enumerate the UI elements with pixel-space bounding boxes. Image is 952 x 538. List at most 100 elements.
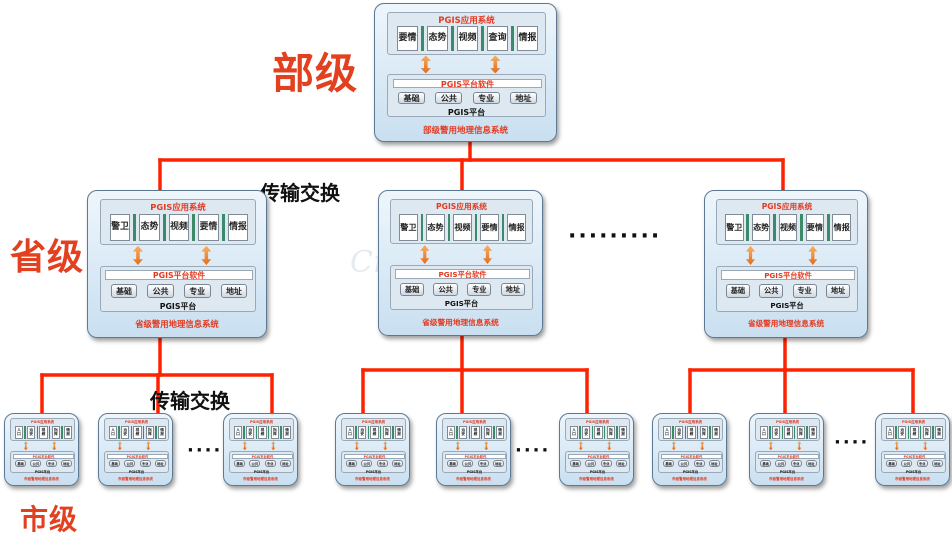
module-separator	[709, 425, 711, 440]
platform-component: 地址	[154, 460, 166, 468]
module-separator	[421, 25, 425, 52]
app-module: 态势	[427, 25, 448, 52]
platform-component: 基础	[447, 460, 459, 468]
platform-component: 专业	[916, 460, 928, 468]
bidirectional-arrow	[797, 441, 802, 451]
app-module: 人口	[233, 425, 243, 440]
bidirectional-arrow	[146, 441, 151, 451]
platform-component: 公共	[775, 460, 787, 468]
platform-component: 地址	[279, 460, 291, 468]
module-separator	[143, 425, 145, 440]
module-separator	[130, 425, 132, 440]
app-module: 视频	[133, 425, 142, 440]
app-module: 情报	[507, 213, 526, 241]
app-module: 情报	[934, 425, 944, 440]
platform-component: 基础	[109, 460, 121, 468]
platform-component: 地址	[708, 460, 720, 468]
platform-component: 基础	[886, 460, 898, 468]
platform-component: 公共	[30, 460, 42, 468]
pgis-app-panel: PGIS应用系统要情态势视频查询情报	[386, 11, 547, 55]
module-separator	[155, 425, 157, 440]
module-separator	[907, 425, 909, 440]
bidirectional-arrow	[923, 441, 928, 451]
app-module: 指挥	[483, 425, 493, 440]
module-separator	[451, 25, 454, 52]
bidirectional-arrow	[455, 441, 460, 451]
platform-component: 专业	[139, 460, 151, 468]
app-module: 警卫	[109, 213, 131, 242]
platform-component: 基础	[663, 460, 675, 468]
app-module: 视频	[471, 425, 480, 440]
bidirectional-arrow	[746, 245, 756, 265]
module-separator	[697, 425, 699, 440]
platform-software-bar: PGIS平台软件	[660, 453, 723, 459]
app-module: 视频	[457, 25, 478, 52]
app-module: 情报	[63, 425, 73, 440]
module-separator	[380, 425, 382, 440]
app-module: 态势	[426, 213, 445, 241]
module-separator	[481, 425, 483, 440]
system-caption: 市级警用地理信息系统	[355, 476, 390, 481]
app-module: 指挥	[606, 425, 616, 440]
module-separator	[255, 425, 257, 440]
bidirectional-arrow	[484, 441, 489, 451]
platform-component: 专业	[183, 284, 211, 298]
bidirectional-arrow	[420, 245, 430, 264]
level-label-ministry: 部级	[272, 49, 359, 98]
app-module: 人口	[446, 425, 456, 440]
platform-component: 地址	[825, 284, 851, 298]
app-module: 情报	[394, 425, 404, 440]
platform-software-bar: PGIS平台软件	[567, 453, 630, 459]
platform-component: 基础	[398, 91, 426, 105]
app-title: PGIS应用系统	[438, 15, 495, 26]
module-separator	[684, 425, 686, 440]
app-module: 情报	[832, 213, 851, 242]
app-module: 人口	[662, 425, 672, 440]
platform-component: 公共	[249, 460, 261, 468]
app-module: 指挥	[922, 425, 932, 440]
module-separator	[468, 425, 470, 440]
app-title: PGIS应用系统	[761, 202, 813, 212]
system-caption: 市级警用地理信息系统	[769, 476, 804, 481]
platform-label: PGIS平台	[34, 469, 51, 474]
platform-component: 公共	[433, 282, 458, 297]
module-separator	[480, 25, 484, 52]
system-caption: 省级警用地理信息系统	[422, 317, 499, 327]
bidirectional-arrow	[133, 245, 143, 265]
app-module: 人口	[885, 425, 895, 440]
module-separator	[36, 425, 38, 440]
platform-component: 公共	[901, 460, 913, 468]
app-title: PGIS应用系统	[775, 420, 800, 424]
app-module: 视频	[594, 425, 603, 440]
bidirectional-arrow	[23, 441, 28, 451]
bidirectional-arrow	[201, 245, 212, 265]
ellipsis-province: ·········	[568, 224, 662, 249]
app-title: PGIS应用系统	[361, 420, 386, 424]
system-caption: 市级警用地理信息系统	[895, 476, 930, 481]
bidirectional-arrow	[242, 441, 247, 451]
app-title: PGIS应用系统	[30, 420, 55, 424]
module-separator	[367, 425, 369, 440]
platform-label: PGIS平台	[779, 469, 796, 474]
bidirectional-arrow	[271, 441, 276, 451]
platform-component: 专业	[467, 282, 492, 297]
module-separator	[746, 213, 750, 242]
platform-software-bar: PGIS平台软件	[444, 453, 507, 459]
platform-software-bar: PGIS平台软件	[12, 453, 75, 459]
app-module: 要情	[805, 213, 825, 242]
platform-software-bar: PGIS平台软件	[883, 453, 946, 459]
transfer-label-lower: 传输交换	[150, 389, 230, 413]
system-caption: 市级警用地理信息系统	[672, 476, 707, 481]
module-separator	[501, 213, 505, 241]
module-separator	[355, 425, 357, 440]
app-module: 指挥	[382, 425, 392, 440]
bidirectional-arrow	[768, 441, 773, 451]
